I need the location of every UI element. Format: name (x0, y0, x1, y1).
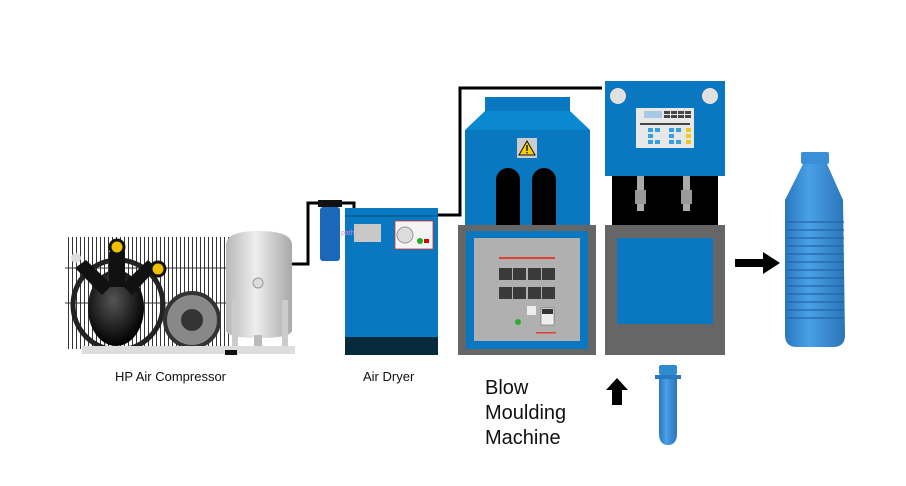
bottle-icon (785, 152, 845, 347)
machine-label: Blow Moulding Machine (485, 376, 566, 451)
compressor-label: HP Air Compressor (115, 369, 227, 384)
inline-filter (318, 200, 342, 261)
compressor-base (82, 346, 295, 354)
machine-label-line: Blow (485, 377, 529, 399)
arrow-up-icon (606, 378, 628, 405)
machine-label-line: Machine (485, 427, 561, 449)
pipe (292, 201, 322, 266)
filter-tag: path (341, 230, 355, 237)
cylinder-cap-icon (108, 238, 126, 256)
arrow-right-icon (735, 252, 780, 274)
gauge-icon (396, 226, 414, 244)
air-compressor (65, 231, 295, 355)
blow-moulding-machine-mould (605, 81, 725, 355)
pipe (438, 86, 602, 217)
blow-moulding-machine-heater (458, 97, 596, 355)
cylinder-cap-icon (149, 260, 167, 278)
preform-icon (655, 365, 681, 445)
air-dryer (345, 208, 438, 355)
dryer-label: Air Dryer (363, 369, 415, 384)
machine-control-panel (474, 238, 580, 341)
machine-label-line: Moulding (485, 402, 567, 424)
